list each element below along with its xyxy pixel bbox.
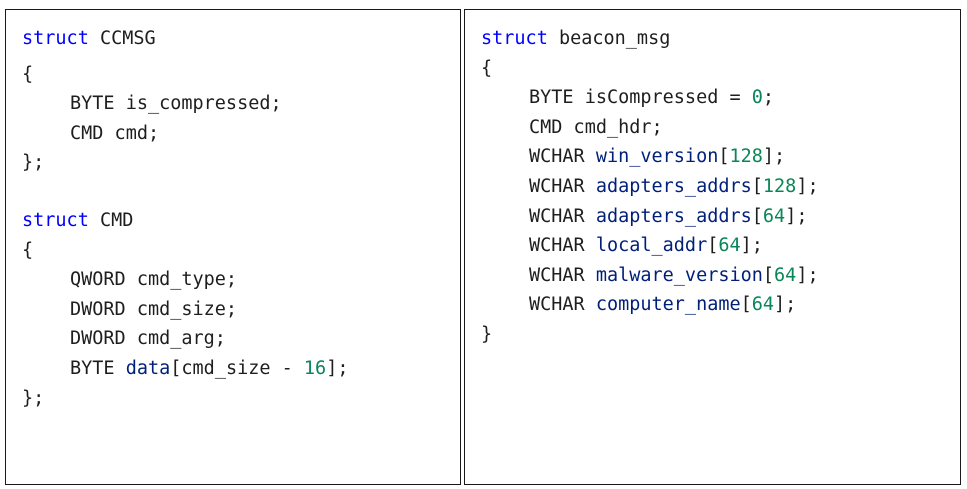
- number-token: 0: [751, 87, 763, 109]
- number-token: 64: [751, 294, 775, 316]
- code-panel-left: struct CCMSG { BYTE is_compressed; CMD cmd;…: [5, 9, 461, 485]
- text-token: beacon_msg: [547, 28, 671, 49]
- text-token: ];: [326, 357, 349, 379]
- text-token: CCMSG: [88, 28, 156, 49]
- code-block-ccmsg-cmd: struct CCMSG { BYTE is_compressed; CMD cmd;…: [22, 24, 348, 413]
- text-token: };: [22, 152, 45, 174]
- text-token: BYTE is_compressed;: [70, 93, 282, 115]
- text-token: ];: [774, 294, 797, 316]
- text-token: }: [481, 323, 493, 345]
- text-token: [: [751, 205, 763, 227]
- code-line: struct CMD: [22, 206, 348, 236]
- code-line: }: [481, 320, 819, 350]
- identifier-token: data: [125, 357, 171, 379]
- text-token: CMD cmd;: [70, 122, 160, 144]
- identifier-token: local_addr: [595, 235, 708, 257]
- code-line: WCHAR computer_name[64];: [481, 290, 819, 320]
- text-token: DWORD cmd_arg;: [70, 328, 226, 350]
- text-token: [: [740, 294, 752, 316]
- code-line: CMD cmd;: [22, 119, 348, 149]
- text-token: DWORD cmd_size;: [70, 298, 238, 320]
- text-token: WCHAR: [529, 146, 596, 168]
- keyword-token: struct: [481, 28, 548, 49]
- text-token: QWORD cmd_type;: [70, 269, 238, 291]
- identifier-token: adapters_addrs: [595, 205, 752, 227]
- text-token: {: [22, 63, 34, 85]
- code-line: WCHAR adapters_addrs[64];: [481, 202, 819, 232]
- code-line: {: [481, 54, 819, 84]
- identifier-token: win_version: [595, 146, 719, 168]
- text-token: CMD cmd_hdr;: [529, 116, 663, 138]
- code-line: QWORD cmd_type;: [22, 265, 348, 295]
- text-token: BYTE: [70, 357, 126, 379]
- identifier-token: computer_name: [595, 294, 741, 316]
- code-line: struct CCMSG: [22, 24, 348, 54]
- text-token: ];: [796, 264, 819, 286]
- text-token: WCHAR: [529, 205, 596, 227]
- text-token: ];: [762, 146, 786, 168]
- number-token: 128: [762, 175, 797, 197]
- text-token: [: [707, 235, 719, 257]
- code-line: DWORD cmd_arg;: [22, 324, 348, 354]
- identifier-token: malware_version: [595, 264, 763, 286]
- code-block-beacon-msg: struct beacon_msg { BYTE isCompressed = 0;…: [481, 24, 819, 350]
- code-line: BYTE isCompressed = 0;: [481, 83, 819, 113]
- code-line: WCHAR local_addr[64];: [481, 231, 819, 261]
- code-line: CMD cmd_hdr;: [481, 113, 819, 143]
- number-token: 128: [729, 146, 763, 168]
- code-line: WCHAR adapters_addrs[128];: [481, 172, 819, 202]
- text-token: [cmd_size -: [170, 357, 304, 379]
- text-token: [: [718, 146, 730, 168]
- text-token: };: [22, 387, 45, 409]
- text-token: ];: [740, 235, 763, 257]
- code-line: {: [22, 60, 348, 90]
- text-token: ;: [762, 87, 775, 109]
- keyword-token: struct: [22, 28, 89, 49]
- text-token: [: [751, 175, 763, 197]
- text-token: WCHAR: [529, 294, 596, 316]
- text-token: ];: [796, 175, 819, 197]
- number-token: 64: [762, 205, 786, 227]
- number-token: 64: [774, 264, 797, 286]
- code-line: };: [22, 384, 348, 414]
- code-line: };: [22, 148, 348, 178]
- code-line: struct beacon_msg: [481, 24, 819, 54]
- code-line: BYTE is_compressed;: [22, 89, 348, 119]
- line-spacer: [22, 178, 348, 206]
- text-token: CMD: [88, 209, 134, 231]
- text-token: BYTE isCompressed =: [529, 87, 752, 109]
- text-token: WCHAR: [529, 264, 596, 286]
- identifier-token: adapters_addrs: [595, 175, 752, 197]
- code-line: WCHAR malware_version[64];: [481, 261, 819, 291]
- code-line: DWORD cmd_size;: [22, 295, 348, 325]
- text-token: WCHAR: [529, 175, 596, 197]
- code-line: BYTE data[cmd_size - 16];: [22, 354, 348, 384]
- number-token: 16: [303, 357, 327, 379]
- keyword-token: struct: [22, 209, 89, 231]
- code-line: {: [22, 236, 348, 266]
- text-token: {: [22, 239, 34, 261]
- text-token: [: [762, 264, 775, 286]
- code-line: WCHAR win_version[128];: [481, 142, 819, 172]
- text-token: {: [481, 57, 493, 79]
- code-panel-right: struct beacon_msg { BYTE isCompressed = 0;…: [464, 9, 961, 485]
- text-token: WCHAR: [529, 235, 596, 257]
- text-token: ];: [785, 205, 808, 227]
- number-token: 64: [718, 235, 741, 257]
